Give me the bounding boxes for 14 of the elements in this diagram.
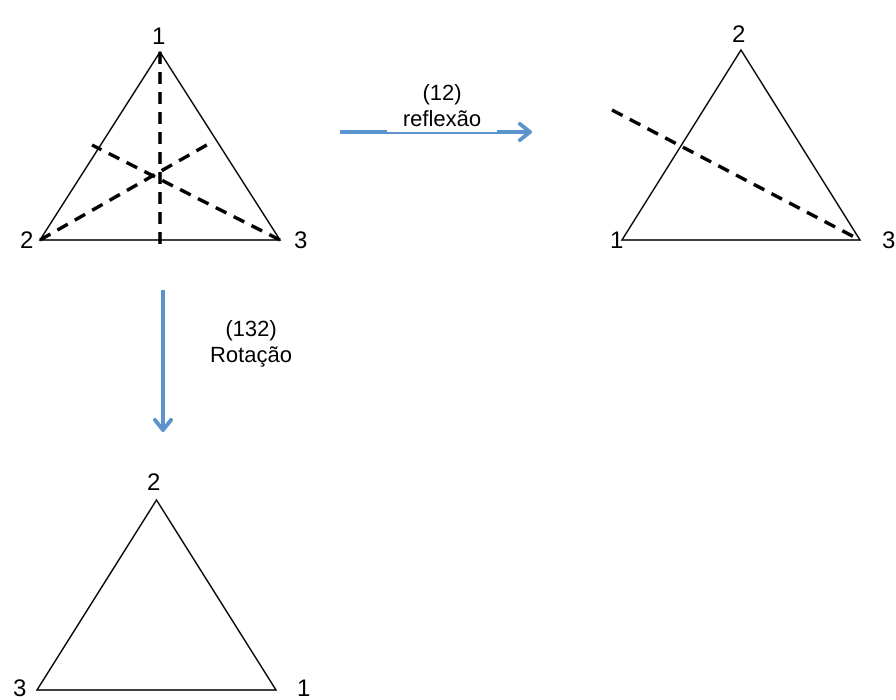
- arrow: [340, 122, 532, 142]
- triangle-shape: [36, 498, 278, 691]
- vertex-label: 1: [152, 24, 166, 50]
- vertex-label: 3: [882, 228, 896, 254]
- vertex-label: 2: [732, 22, 746, 48]
- vertex-label: 2: [147, 470, 160, 496]
- triangle-shape: [38, 50, 282, 241]
- triangle-shape: [620, 48, 862, 241]
- vertex-label: 2: [20, 228, 34, 254]
- vertex-label: 3: [294, 228, 308, 254]
- vertex-label: 3: [13, 676, 26, 700]
- vertex-label: 1: [297, 676, 310, 700]
- vertex-label: 1: [610, 228, 624, 254]
- arrow: [153, 290, 173, 432]
